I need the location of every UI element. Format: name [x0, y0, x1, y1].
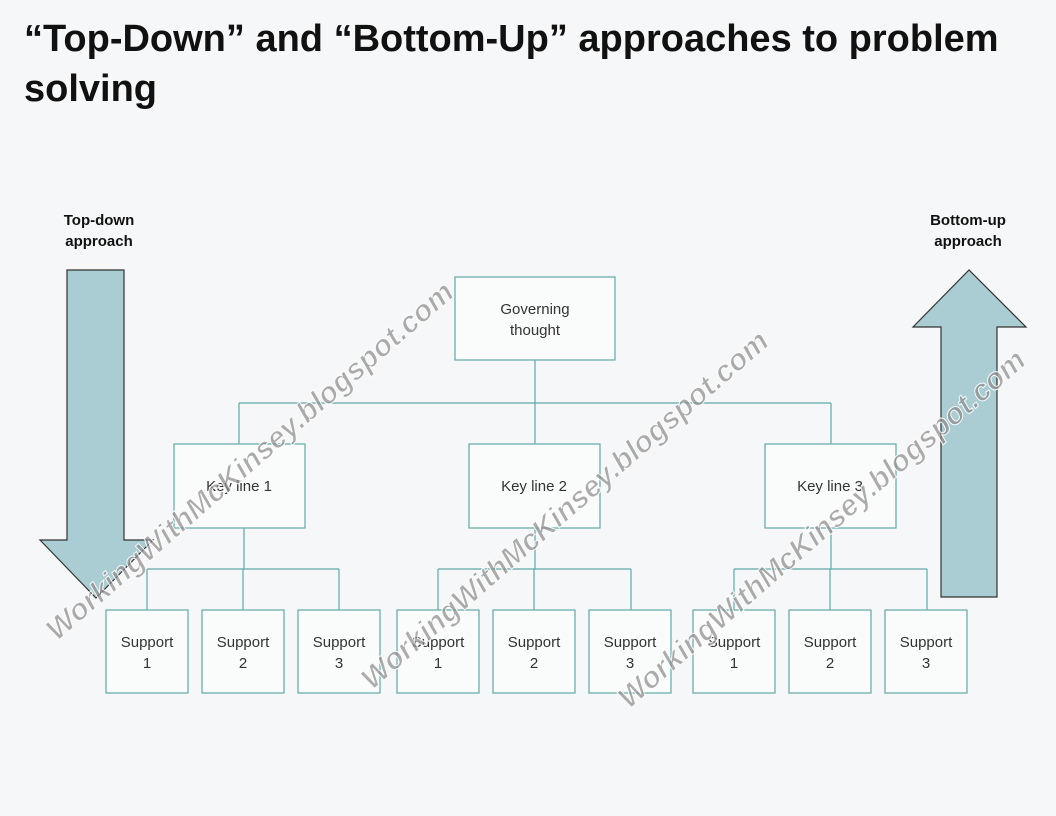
key-line-3-label: Key line 3 [797, 478, 863, 495]
key-line-2-box: Key line 2 [468, 443, 601, 529]
support-number: 2 [826, 655, 834, 672]
top-down-label-line-1: Top-down [63, 212, 135, 229]
key-line-rect [173, 443, 306, 529]
support-rect [297, 609, 381, 694]
governing-thought-line-2: thought [510, 322, 561, 339]
support-label: Support [508, 634, 561, 651]
support-label: Support [313, 634, 366, 651]
support-rect [105, 609, 189, 694]
governing-thought-box: Governing thought [454, 276, 616, 361]
key-line-rect [764, 443, 897, 529]
key-line-rect [468, 443, 601, 529]
bottom-up-arrow [911, 269, 1028, 598]
support-number: 1 [143, 655, 151, 672]
key-line-1-box: Key line 1 [173, 443, 306, 529]
support-label: Support [121, 634, 174, 651]
support-number: 3 [626, 655, 634, 672]
top-down-arrow [38, 269, 155, 599]
support-label: Support [708, 634, 761, 651]
governing-thought-line-1: Governing [500, 301, 569, 318]
support-rect [588, 609, 672, 694]
support-number: 3 [335, 655, 343, 672]
support-rect [396, 609, 480, 694]
support-rect [884, 609, 968, 694]
page-title: “Top-Down” and “Bottom-Up” approaches to… [24, 18, 999, 110]
bottom-up-label: Bottom-up approach [903, 210, 1033, 252]
support-rect [201, 609, 285, 694]
support-number: 1 [730, 655, 738, 672]
key-line-3-box: Key line 3 [764, 443, 897, 529]
connector-lines [146, 360, 928, 610]
support-box: Support 1 [396, 609, 480, 694]
key-line-1-label: Key line 1 [206, 478, 272, 495]
support-box: Support 2 [201, 609, 285, 694]
support-label: Support [900, 634, 953, 651]
support-rect [692, 609, 776, 694]
top-down-label-line-2: approach [65, 233, 133, 250]
support-label: Support [804, 634, 857, 651]
top-down-label: Top-down approach [34, 210, 164, 252]
support-number: 3 [922, 655, 930, 672]
key-line-2-label: Key line 2 [501, 478, 567, 495]
bottom-up-label-line-2: approach [934, 233, 1002, 250]
support-label: Support [412, 634, 465, 651]
support-box: Support 3 [588, 609, 672, 694]
support-boxes: Support 1 Support 2 Support 3 Support 1 … [105, 609, 968, 694]
support-number: 1 [434, 655, 442, 672]
support-box: Support 3 [884, 609, 968, 694]
support-box: Support 2 [788, 609, 872, 694]
support-label: Support [217, 634, 270, 651]
support-box: Support 2 [492, 609, 576, 694]
governing-thought-rect [454, 276, 616, 361]
support-number: 2 [530, 655, 538, 672]
support-rect [788, 609, 872, 694]
support-rect [492, 609, 576, 694]
support-box: Support 3 [297, 609, 381, 694]
support-label: Support [604, 634, 657, 651]
support-box: Support 1 [105, 609, 189, 694]
support-box: Support 1 [692, 609, 776, 694]
bottom-up-label-line-1: Bottom-up [930, 212, 1006, 229]
support-number: 2 [239, 655, 247, 672]
